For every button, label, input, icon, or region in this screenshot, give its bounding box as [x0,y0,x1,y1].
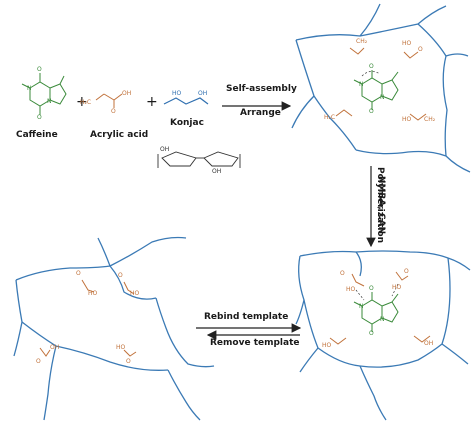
acrylic-complex-top [335,47,427,121]
atom-label: OH [198,90,208,97]
atom-label: O [37,66,42,73]
atom-label: OH [50,344,60,351]
atom-label: CH₂ [424,116,436,123]
atom-label: O [126,358,131,365]
atom-label: O [369,63,374,70]
acrylic-acid-label: Acrylic acid [90,130,149,140]
atom-label: HO [88,290,98,297]
atom-label: HO [116,344,126,351]
atom-label: HO [346,286,356,293]
atom-label: OH [122,90,132,97]
caffeine-label: Caffeine [16,130,58,140]
atom-label: N [47,98,52,105]
network-top-right [291,3,471,173]
atom-label: HO [402,116,412,123]
acrylic-acid-structure [95,93,123,108]
konjac-chain-structure [157,151,241,168]
atom-label: HO [322,342,332,349]
atom-label: HO [172,90,182,97]
atom-label: N [359,81,364,88]
atom-label: O [369,108,374,115]
plus-sign: + [146,94,158,110]
atom-label: O [36,358,41,365]
atom-label: H₂C [324,114,336,121]
atom-label: O [76,270,81,277]
atom-label: O [37,114,42,121]
atom-label: O [340,270,345,277]
atom-label: N [27,85,32,92]
atom-label: N [380,94,385,101]
network-bottom-right [295,250,471,421]
konjac-structure [163,97,209,105]
atom-label: O [111,108,116,115]
atom-label: OH [424,340,434,347]
nmba-can-label: NMBA, CAN [376,175,387,235]
self-assembly-label: Self-assembly [226,84,297,94]
atom-label: N [359,303,364,310]
atom-label: HO [392,284,402,291]
rebind-template-label: Rebind template [204,312,289,322]
atom-label: HO [130,290,140,297]
caffeine-complex-bottom [353,292,399,332]
network-bottom-left [13,236,215,421]
atom-label: OH [160,146,170,153]
atom-label: H₂C [80,99,92,106]
atom-label: O [118,272,123,279]
atom-label: O [369,285,374,292]
acrylic-complex-bottom [329,271,431,345]
atom-label: OH [212,168,222,175]
atom-label: O [404,268,409,275]
atom-label: N [380,316,385,323]
acrylic-template-sites [39,279,137,357]
caffeine-structure [21,73,67,115]
atom-label: HO [402,40,412,47]
konjac-label: Konjac [170,118,204,128]
remove-template-label: Remove template [210,338,300,348]
plus-sign: + [76,94,88,110]
atom-label: O [418,46,423,53]
atom-label: CH₂ [356,38,368,45]
hbond-top [361,71,381,77]
arrange-label: Arrange [240,108,281,118]
caffeine-complex-top [353,70,399,110]
atom-label: O [369,330,374,337]
